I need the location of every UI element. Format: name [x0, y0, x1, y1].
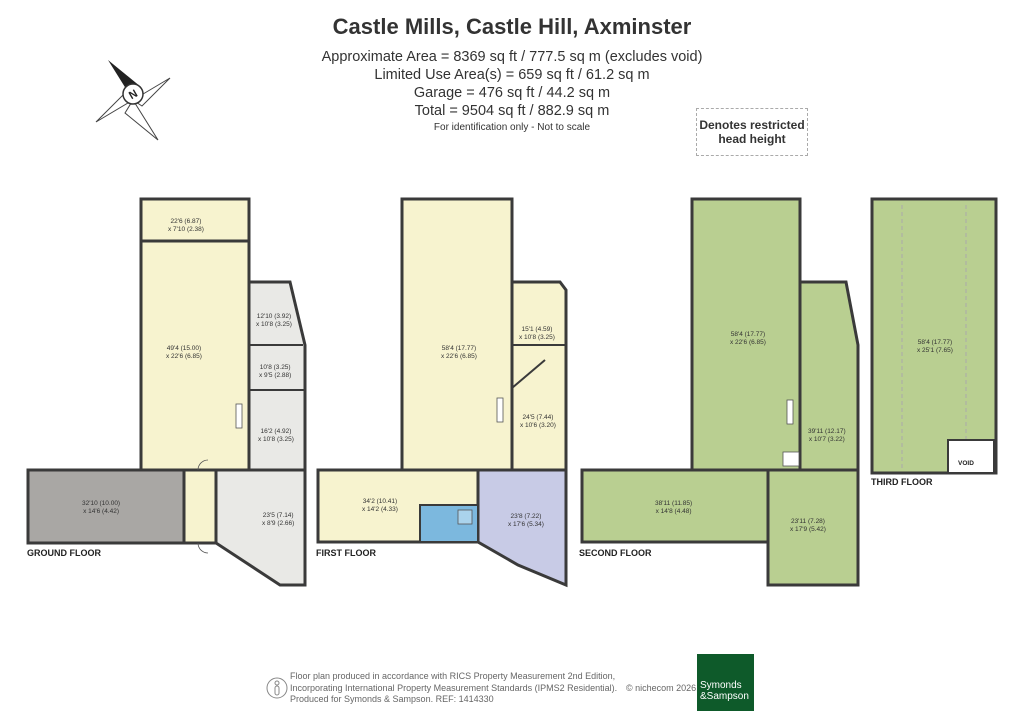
- second-floor-plan: [580, 197, 860, 587]
- room-dims: 15'1 (4.59): [521, 326, 553, 333]
- room-dims: 10'8 (3.25): [259, 364, 291, 371]
- first-floor-plan: [316, 197, 568, 588]
- room-dims-sub: x 10'6 (3.20): [520, 422, 556, 429]
- room-dims: 23'5 (7.14): [262, 512, 294, 519]
- room-dimensions: 24'5 (7.44)x 10'6 (3.20): [520, 414, 556, 430]
- room-dims: 39'11 (12.17): [808, 428, 846, 435]
- room-dims-sub: x 14'6 (4.42): [83, 508, 120, 515]
- restricted-legend-line1: Denotes restricted: [699, 118, 805, 132]
- room-dims: 32'10 (10.00): [82, 500, 121, 507]
- room-dims-sub: x 14'2 (4.33): [362, 506, 398, 513]
- room-dimensions: 58'4 (17.77)x 22'6 (6.85): [441, 345, 477, 361]
- room-dimensions: 22'6 (6.87)x 7'10 (2.38): [168, 218, 204, 234]
- room-dims-sub: x 10'8 (3.25): [258, 436, 294, 443]
- area-total: Total = 9504 sq ft / 882.9 sq m: [414, 103, 610, 119]
- room-dimensions: 38'11 (11.85)x 14'8 (4.48): [655, 500, 692, 516]
- room-dims: 16'2 (4.92): [260, 428, 292, 435]
- room-dimensions: 23'5 (7.14)x 8'9 (2.66): [262, 512, 294, 528]
- room-dims-sub: x 8'9 (2.66): [262, 520, 295, 527]
- ground-floor-label: GROUND FLOOR: [27, 548, 101, 558]
- room-dims-sub: x 25'1 (7.65): [917, 347, 953, 354]
- room-dimensions: 10'8 (3.25)x 9'5 (2.88): [259, 364, 291, 380]
- compass-icon: N: [95, 60, 171, 141]
- ground-floor-plan: [26, 197, 307, 587]
- room-dims-sub: x 7'10 (2.38): [168, 226, 204, 233]
- area-approximate: Approximate Area = 8369 sq ft / 777.5 sq…: [321, 49, 703, 65]
- room-dims-sub: x 10'8 (3.25): [256, 321, 292, 328]
- room-dims: 49'4 (15.00): [166, 345, 202, 352]
- room-dims-sub: x 10'8 (3.25): [519, 334, 555, 341]
- room-dimensions: 39'11 (12.17)x 10'7 (3.22): [808, 428, 846, 444]
- room-dims-sub: x 17'6 (5.34): [508, 521, 544, 528]
- footer-line3: Produced for Symonds & Sampson. REF: 141…: [290, 694, 494, 704]
- footer-line1: Floor plan produced in accordance with R…: [290, 671, 616, 681]
- room-dimensions: 58'4 (17.77)x 22'6 (6.85): [730, 331, 766, 347]
- room-dimensions: 32'10 (10.00)x 14'6 (4.42): [82, 500, 120, 516]
- first-floor-label: FIRST FLOOR: [316, 548, 376, 558]
- room-dims-sub: x 9'5 (2.88): [259, 372, 292, 379]
- room-dimensions: 23'8 (7.22)x 17'6 (5.34): [508, 513, 544, 529]
- second-floor-label: SECOND FLOOR: [579, 548, 652, 558]
- room-dimensions: 15'1 (4.59)x 10'8 (3.25): [519, 326, 555, 342]
- room-dims-sub: x 10'7 (3.22): [808, 436, 845, 443]
- copyright-text: © nichecom 2026.: [626, 683, 699, 693]
- room-dims: 34'2 (10.41): [362, 498, 398, 505]
- room-dims: 12'10 (3.92): [256, 313, 292, 320]
- restricted-legend-line2: head height: [718, 132, 786, 146]
- room-dims-sub: x 22'6 (6.85): [730, 339, 766, 346]
- room-dims-sub: x 17'9 (5.42): [790, 526, 826, 533]
- area-limited-use: Limited Use Area(s) = 659 sq ft / 61.2 s…: [374, 67, 650, 83]
- room-dims-sub: x 14'8 (4.48): [655, 508, 692, 515]
- page-title: Castle Mills, Castle Hill, Axminster: [332, 14, 692, 39]
- room-dimensions: 34'2 (10.41)x 14'2 (4.33): [362, 498, 398, 514]
- room-dims: 24'5 (7.44): [522, 414, 554, 421]
- room-dims: 22'6 (6.87): [170, 218, 202, 225]
- room-dimensions: 58'4 (17.77)x 25'1 (7.65): [917, 339, 953, 355]
- identification-note: For identification only - Not to scale: [433, 122, 591, 133]
- room-dims: 23'11 (7.28): [790, 518, 825, 525]
- footer-disclaimer: Floor plan produced in accordance with R…: [290, 671, 617, 706]
- room-dimensions: 49'4 (15.00)x 22'6 (6.85): [166, 345, 202, 361]
- room-dims: 58'4 (17.77): [730, 331, 766, 338]
- room-dimensions: 16'2 (4.92)x 10'8 (3.25): [258, 428, 294, 444]
- room-dimensions: 23'11 (7.28)x 17'9 (5.42): [790, 518, 826, 534]
- room-dims: 38'11 (11.85): [655, 500, 693, 507]
- room-dims-sub: x 22'6 (6.85): [441, 353, 477, 360]
- brand-line2: &Sampson: [700, 691, 749, 702]
- room-dims: 23'8 (7.22): [510, 513, 542, 520]
- footer-line2: Incorporating International Property Mea…: [290, 682, 618, 693]
- brand-line1: Symonds: [700, 680, 742, 691]
- area-garage: Garage = 476 sq ft / 44.2 sq m: [413, 85, 611, 101]
- room-dims: 58'4 (17.77): [441, 345, 477, 352]
- room-dims: 58'4 (17.77): [917, 339, 953, 346]
- room-dimensions: 12'10 (3.92)x 10'8 (3.25): [256, 313, 292, 329]
- void-label: VOID: [958, 460, 974, 467]
- third-floor-plan: [870, 197, 998, 475]
- room-dims-sub: x 22'6 (6.85): [166, 353, 202, 360]
- person-icon: [266, 677, 288, 699]
- third-floor-label: THIRD FLOOR: [871, 477, 933, 487]
- restricted-height-legend: Denotes restricted head height: [696, 108, 808, 156]
- brand-logo: Symonds &Sampson: [697, 654, 754, 711]
